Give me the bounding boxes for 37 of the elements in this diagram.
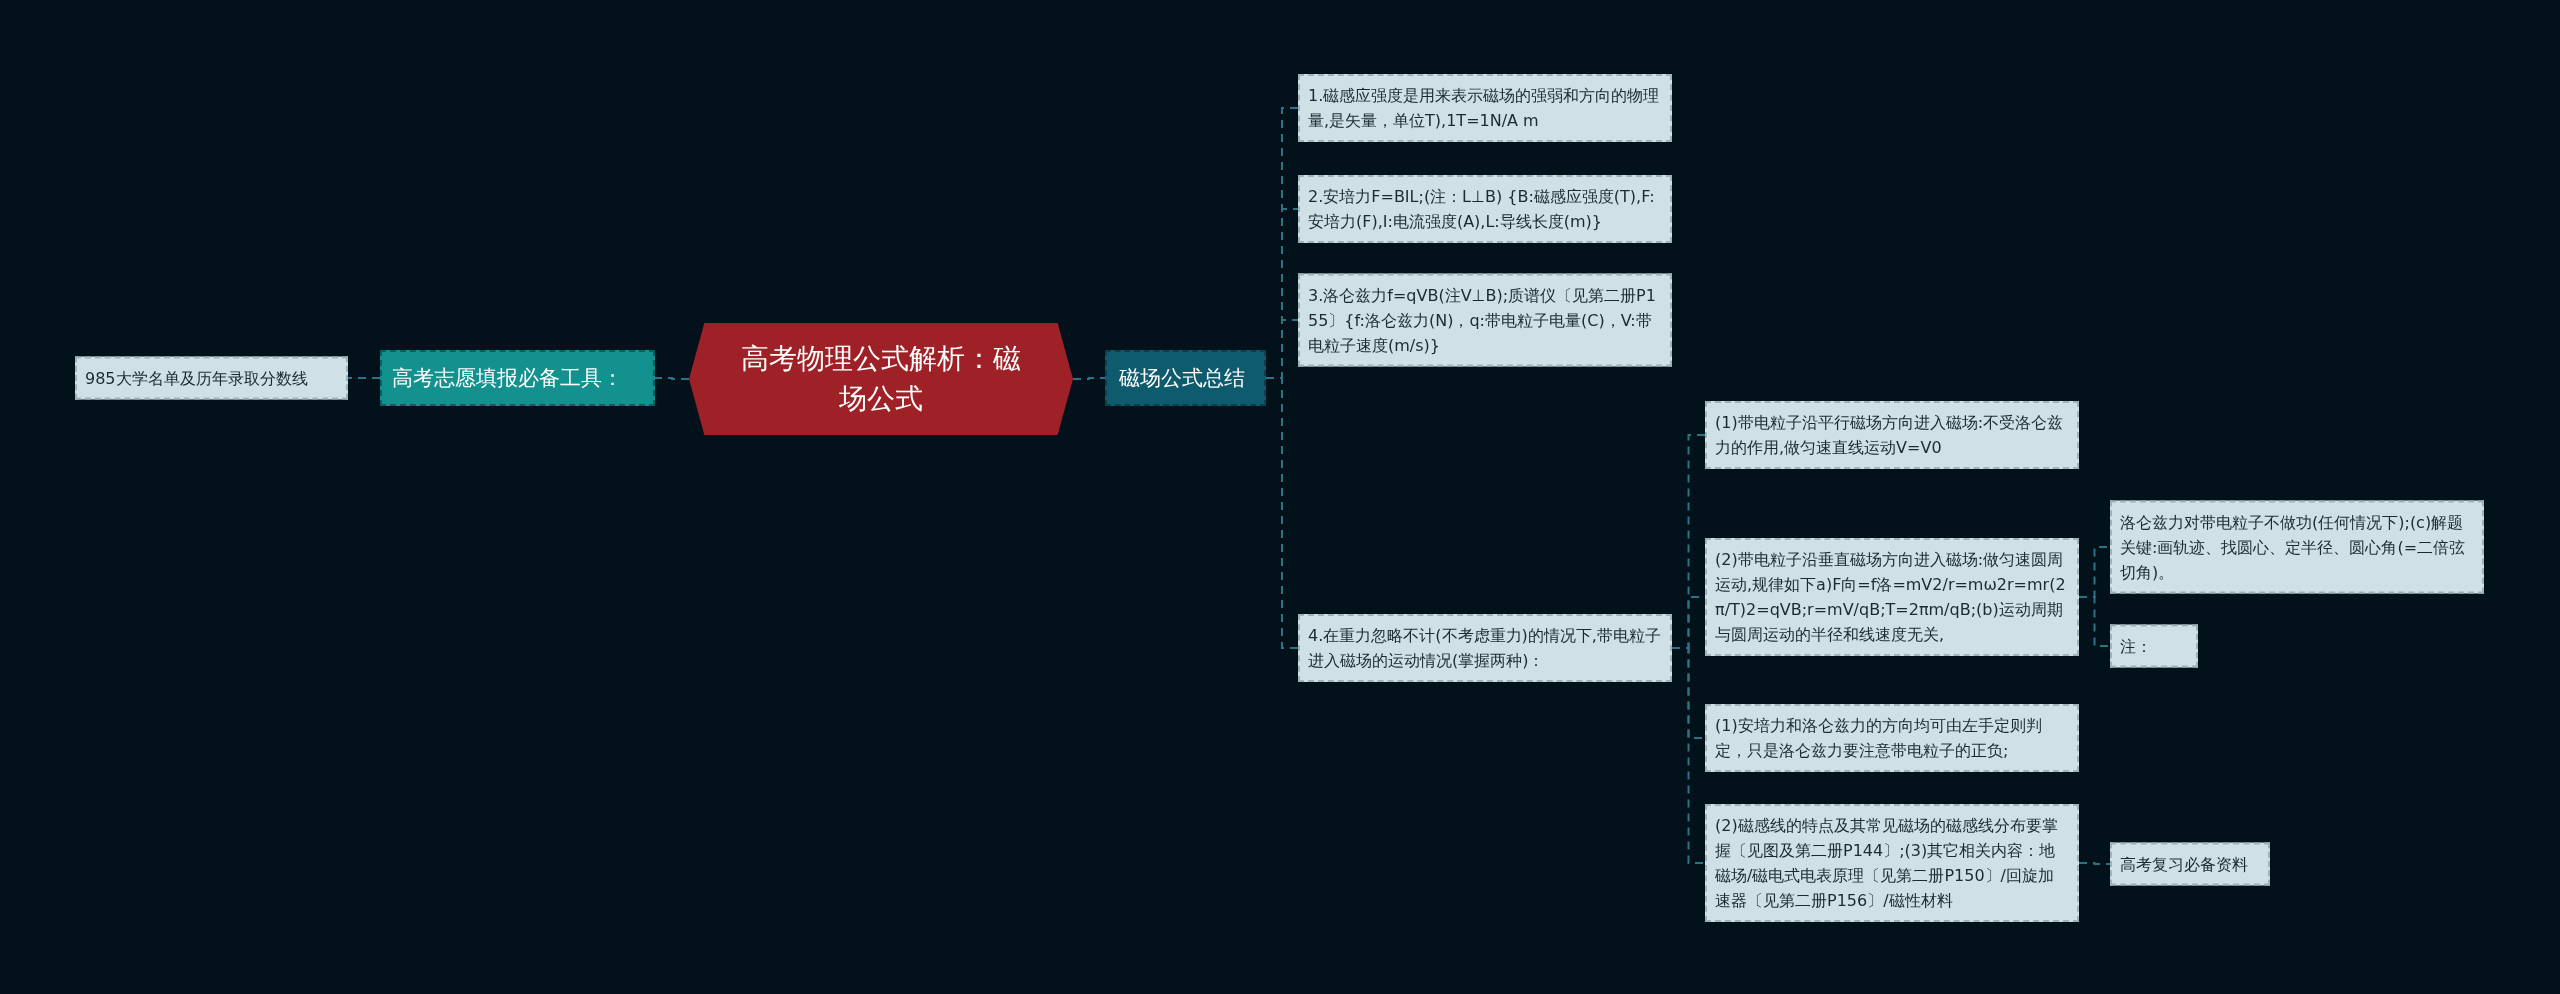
connector-line: [2078, 862, 2111, 865]
node-text: 2.安培力F=BIL;(注：L⊥B) {B:磁感应强度(T),F:安培力(F),I:电流强度(A),L:导线长度(m)}: [1308, 186, 1656, 233]
connector-line: [347, 377, 381, 379]
node-text: 高考复习必备资料: [2120, 853, 2249, 876]
note-box: [1705, 704, 2079, 772]
node-text: 磁场公式总结: [1119, 365, 1246, 392]
node-text: 1.磁感应强度是用来表示磁场的强弱和方向的物理量,是矢量，单位T),1T=1N/A m: [1308, 85, 1661, 132]
node-text: 4.在重力忽略不计(不考虑重力)的情况下,带电粒子进入磁场的运动情况(掌握两种)：: [1308, 625, 1662, 672]
branch-box: [1105, 350, 1266, 406]
node-text: (1)带电粒子沿平行磁场方向进入磁场:不受洛仑兹力的作用,做匀速直线运动V=V0: [1715, 412, 2065, 459]
node-text: (1)安培力和洛仑兹力的方向均可由左手定则判定，只是洛仑兹力要注意带电粒子的正负;: [1715, 715, 2043, 762]
note-box: [1298, 273, 1672, 367]
topic-hexagon: [689, 323, 1073, 435]
node-text: 高考物理公式解析：磁场公式: [740, 341, 1022, 417]
node-text: 洛仑兹力对带电粒子不做功(任何情况下);(c)解题关键:画轨迹、找圆心、定半径、圆心角(=二倍弦切角)。: [2120, 511, 2467, 584]
node-text: 3.洛仑兹力f=qVB(注V⊥B);质谱仪〔见第二册P155〕{f:洛仑兹力(N)，q:带电粒子电量(C)，V:带电粒子速度(m/s)}: [1308, 284, 1657, 357]
note-box: [2110, 624, 2198, 668]
note-box: [1298, 614, 1672, 682]
connector-line: [1265, 377, 1299, 649]
note-box: [75, 356, 348, 400]
connector-line: [1671, 647, 1706, 864]
connector-line: [2078, 596, 2111, 647]
node-text: 985大学名单及历年录取分数线: [85, 367, 309, 390]
node-text: 注：: [2120, 635, 2153, 658]
branch-box: [380, 350, 655, 406]
connector-line: [1072, 377, 1106, 380]
note-box: [1298, 74, 1672, 142]
note-box: [1705, 538, 2079, 656]
connector-line: [654, 377, 690, 380]
note-box: [2110, 842, 2270, 886]
note-box: [1705, 804, 2079, 922]
node-text: (2)磁感线的特点及其常见磁场的磁感线分布要掌握〔见图及第二册P144〕;(3)其它相关内容：地磁场/磁电式电表原理〔见第二册P150〕/回旋加速器〔见第二册P156〕/磁性材料: [1715, 815, 2059, 912]
note-box: [2110, 500, 2484, 594]
note-box: [1298, 175, 1672, 243]
note-box: [1705, 401, 2079, 469]
node-text: 高考志愿填报必备工具：: [392, 365, 624, 392]
node-text: (2)带电粒子沿垂直磁场方向进入磁场:做匀速圆周运动,规律如下a)F向=f洛=mV2/r=mω2r=mr(2π/T)2=qVB;r=mV/qB;T=2πm/qB;(b)运动周期与圆周运动的半径和线速度无关,: [1715, 549, 2067, 646]
